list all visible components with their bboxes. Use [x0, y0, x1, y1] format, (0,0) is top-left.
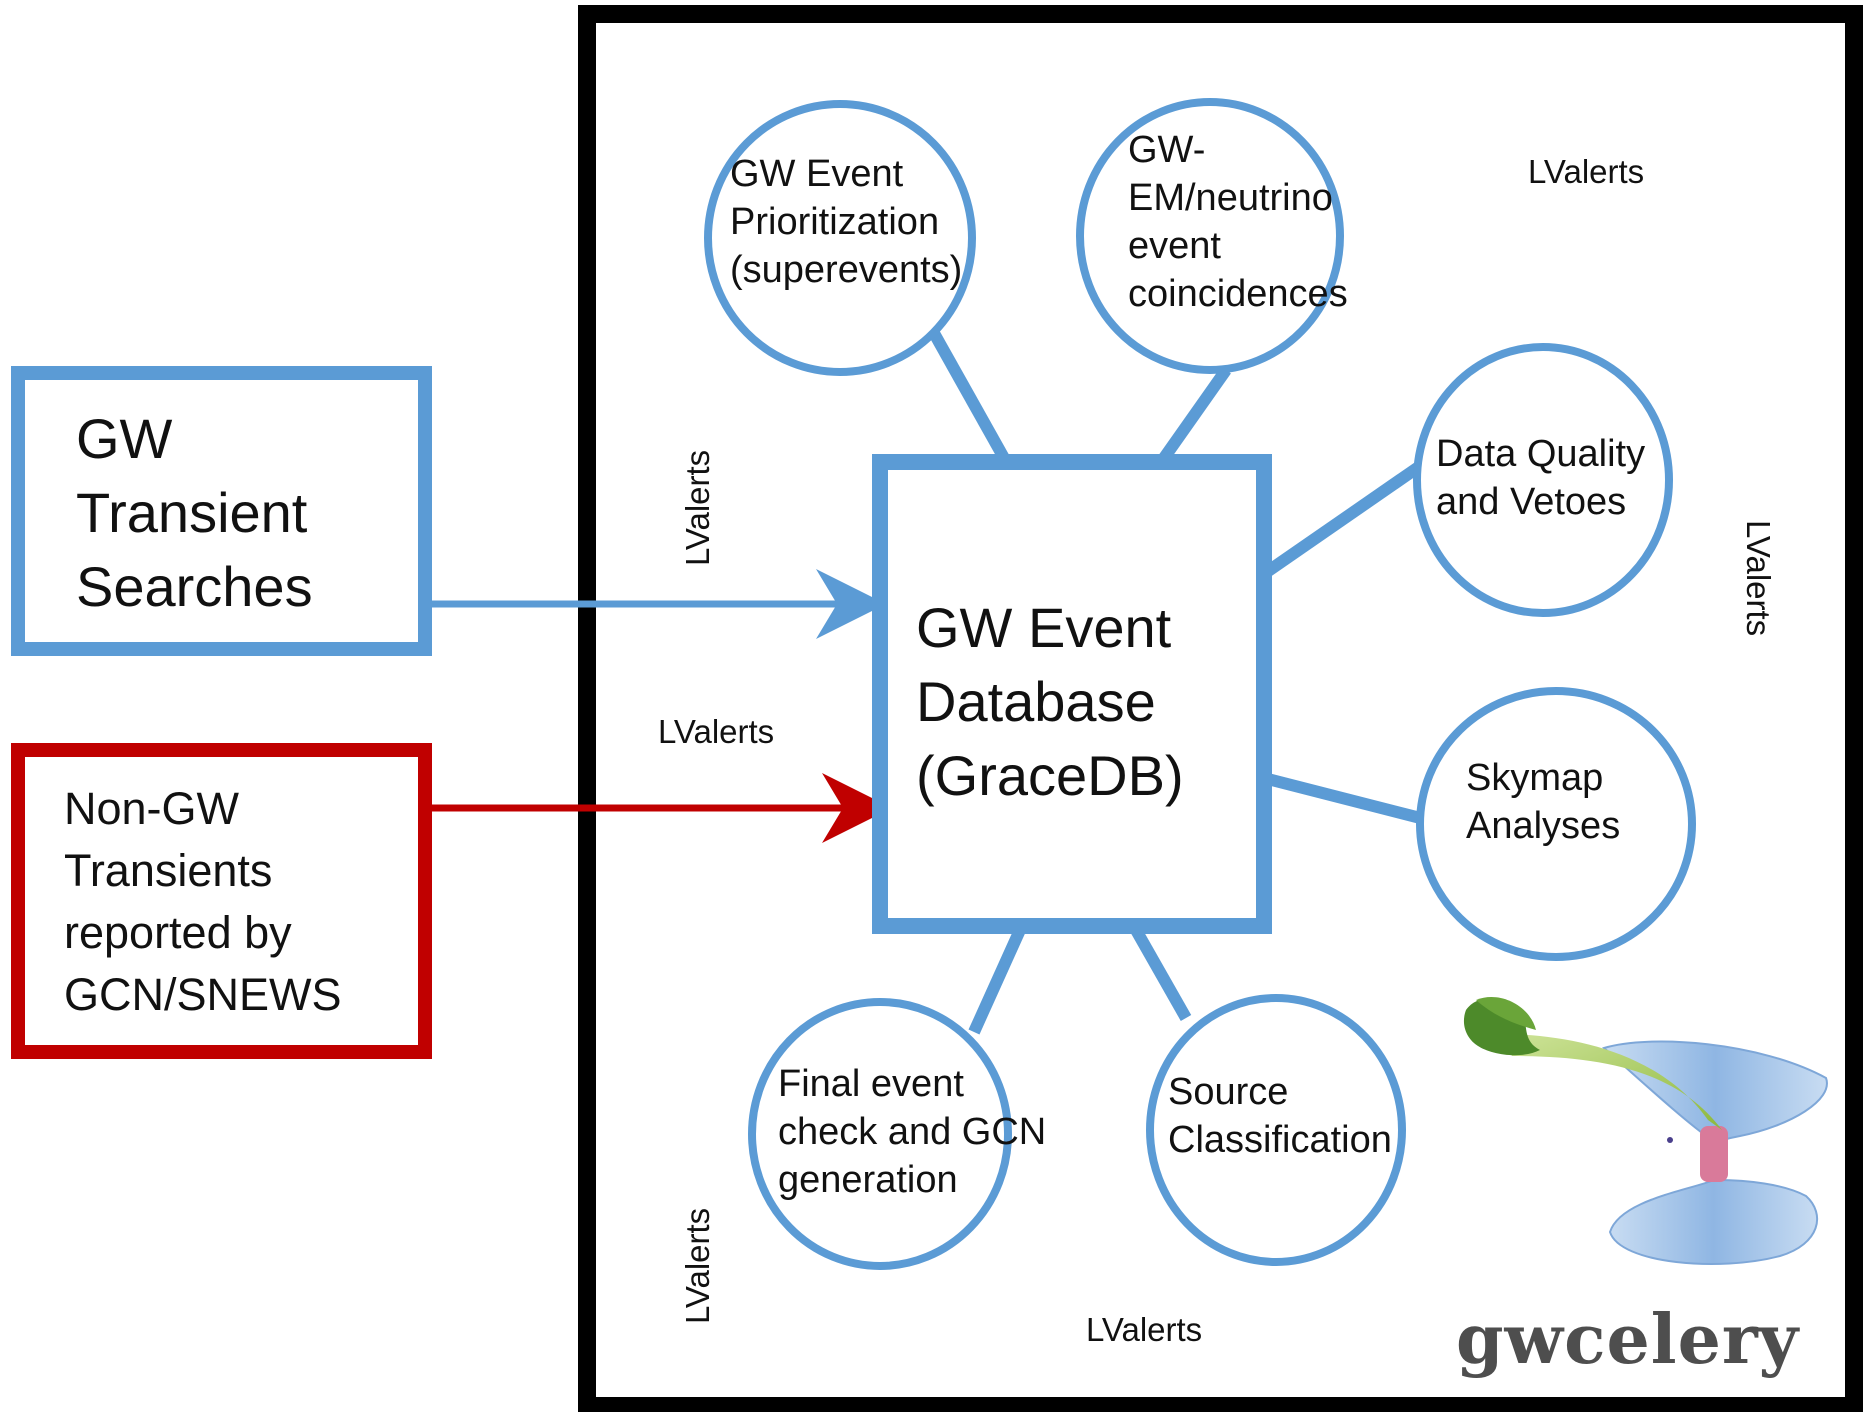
- non-gw-label: Non-GW Transients reported by GCN/SNEWS: [64, 778, 342, 1026]
- celery-logo-icon: [1463, 996, 1828, 1265]
- prioritization-line: (superevents): [730, 249, 963, 291]
- skymap-circle: [1416, 687, 1696, 961]
- connector-prioritization: [924, 323, 1010, 461]
- final-check-line: generation: [778, 1159, 958, 1201]
- skymap-line: Analyses: [1466, 805, 1621, 847]
- coincidences-circle: [1076, 98, 1344, 374]
- lvalerts-label-vertical-upper-left: LValerts: [679, 449, 716, 566]
- node-connectors: [924, 323, 1438, 1035]
- gw-searches-line: Transient: [76, 481, 308, 544]
- prioritization-label: GW Event Prioritization (superevents): [730, 150, 962, 294]
- connector-skymap: [1262, 772, 1438, 828]
- source-class-circle: [1146, 994, 1406, 1266]
- gw-searches-label: GW Transient Searches: [76, 402, 313, 624]
- gw-searches-line: GW: [76, 407, 173, 470]
- connector-final-check: [968, 927, 1026, 1035]
- gwcelery-frame: [578, 5, 1863, 1412]
- data-quality-line: and Vetoes: [1436, 481, 1627, 523]
- gw-searches-box: [11, 366, 432, 656]
- non-gw-line: GCN/SNEWS: [64, 969, 342, 1020]
- lvalerts-label-top-right: LValerts: [1528, 153, 1645, 190]
- data-quality-label: Data Quality and Vetoes: [1436, 430, 1645, 526]
- connector-data-quality: [1260, 461, 1424, 579]
- connector-coincidences: [1159, 366, 1231, 462]
- task-nodes: [704, 98, 1696, 1270]
- coincidences-line: event: [1128, 225, 1221, 267]
- final-check-line: check and GCN: [778, 1111, 1047, 1153]
- coincidences-label: GW- EM/neutrino event coincidences: [1128, 126, 1348, 318]
- data-quality-line: Data Quality: [1436, 433, 1646, 475]
- lvalerts-label-bottom: LValerts: [1086, 1311, 1203, 1348]
- graceddb-line: Database: [916, 670, 1156, 733]
- final-check-line: Final event: [778, 1063, 964, 1105]
- prioritization-line: Prioritization: [730, 201, 940, 243]
- source-class-label: Source Classification: [1168, 1068, 1392, 1164]
- gwcelery-logo-text: gwcelery: [1456, 1300, 1800, 1380]
- non-gw-line: reported by: [64, 907, 292, 958]
- non-gw-box: [11, 743, 432, 1059]
- source-class-line: Source: [1168, 1071, 1289, 1113]
- lvalerts-label-mid-left: LValerts: [658, 713, 775, 750]
- graceddb-line: (GraceDB): [916, 744, 1184, 807]
- graceddb-box: [872, 454, 1272, 934]
- graceddb-line: GW Event: [916, 596, 1172, 659]
- gw-searches-line: Searches: [76, 555, 313, 618]
- non-gw-line: Non-GW: [64, 783, 240, 834]
- source-class-line: Classification: [1168, 1119, 1392, 1161]
- connector-source-class: [1130, 927, 1192, 1021]
- coincidences-line: EM/neutrino: [1128, 177, 1333, 219]
- non-gw-line: Transients: [64, 845, 273, 896]
- prioritization-line: GW Event: [730, 153, 904, 195]
- coincidences-line: coincidences: [1128, 273, 1348, 315]
- final-check-label: Final event check and GCN generation: [778, 1060, 1046, 1204]
- prioritization-circle: [704, 100, 976, 376]
- coincidences-line: GW-: [1128, 129, 1206, 171]
- graceddb-label: GW Event Database (GraceDB): [916, 591, 1184, 813]
- skymap-line: Skymap: [1466, 757, 1604, 799]
- data-quality-circle: [1413, 343, 1673, 617]
- final-check-circle: [748, 998, 1012, 1270]
- lvalerts-label-vertical-lower-left: LValerts: [679, 1207, 716, 1324]
- skymap-label: Skymap Analyses: [1466, 754, 1620, 850]
- lvalerts-label-vertical-right: LValerts: [1740, 520, 1777, 637]
